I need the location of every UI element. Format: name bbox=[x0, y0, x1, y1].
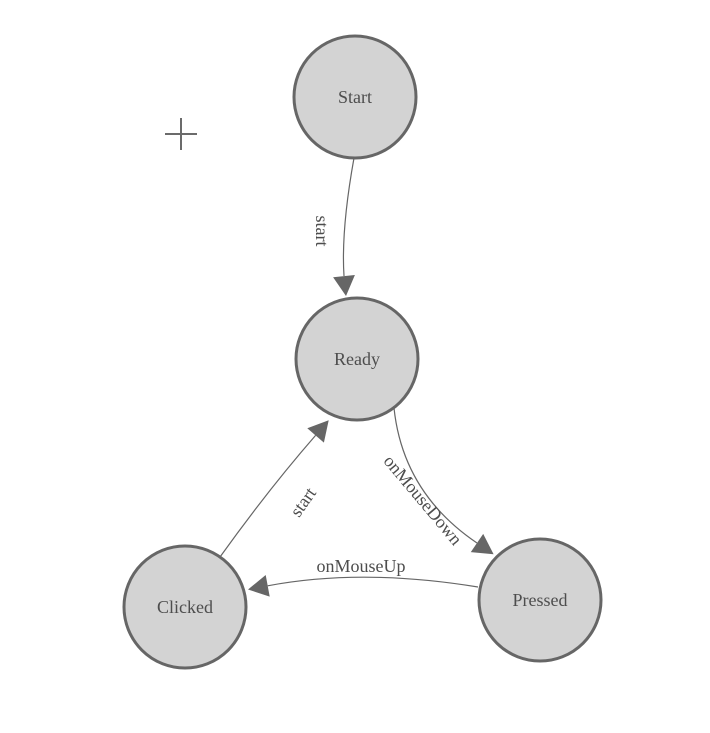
state-circle-pressed[interactable] bbox=[477, 537, 603, 663]
transition-clicked-to-ready[interactable]: start bbox=[219, 420, 329, 558]
transition-label-start-to-ready: start bbox=[312, 216, 332, 247]
arrowhead-icon-ready-to-pressed bbox=[470, 533, 494, 555]
state-label-start: Start bbox=[338, 87, 372, 107]
state-label-pressed: Pressed bbox=[513, 590, 568, 610]
state-circle-ready[interactable] bbox=[294, 296, 420, 422]
transition-line-clicked-to-ready[interactable] bbox=[219, 435, 317, 558]
arrowhead-icon-pressed-to-clicked bbox=[248, 575, 270, 597]
transition-start-to-ready[interactable]: start bbox=[312, 157, 355, 296]
transition-line-start-to-ready[interactable] bbox=[342, 157, 355, 277]
transition-pressed-to-clicked[interactable]: onMouseUp bbox=[248, 556, 479, 597]
state-label-ready: Ready bbox=[334, 349, 380, 369]
state-node-start[interactable]: Start bbox=[292, 34, 418, 160]
state-label-clicked: Clicked bbox=[157, 597, 213, 617]
arrowhead-icon-clicked-to-ready bbox=[307, 420, 329, 443]
state-node-clicked[interactable]: Clicked bbox=[122, 544, 248, 670]
arrowhead-icon-start-to-ready bbox=[333, 275, 355, 296]
state-circle-start[interactable] bbox=[292, 34, 418, 160]
state-circle-clicked[interactable] bbox=[122, 544, 248, 670]
transition-line-ready-to-pressed[interactable] bbox=[393, 407, 478, 544]
transition-label-ready-to-pressed: onMouseDown bbox=[380, 451, 467, 549]
transition-ready-to-pressed[interactable]: onMouseDown bbox=[380, 407, 494, 555]
transition-line-pressed-to-clicked[interactable] bbox=[267, 576, 479, 588]
transition-label-pressed-to-clicked: onMouseUp bbox=[317, 556, 406, 576]
transition-label-clicked-to-ready: start bbox=[286, 484, 320, 521]
state-node-ready[interactable]: Ready bbox=[294, 296, 420, 422]
state-node-pressed[interactable]: Pressed bbox=[477, 537, 603, 663]
origin-crosshair-icon bbox=[165, 118, 197, 150]
